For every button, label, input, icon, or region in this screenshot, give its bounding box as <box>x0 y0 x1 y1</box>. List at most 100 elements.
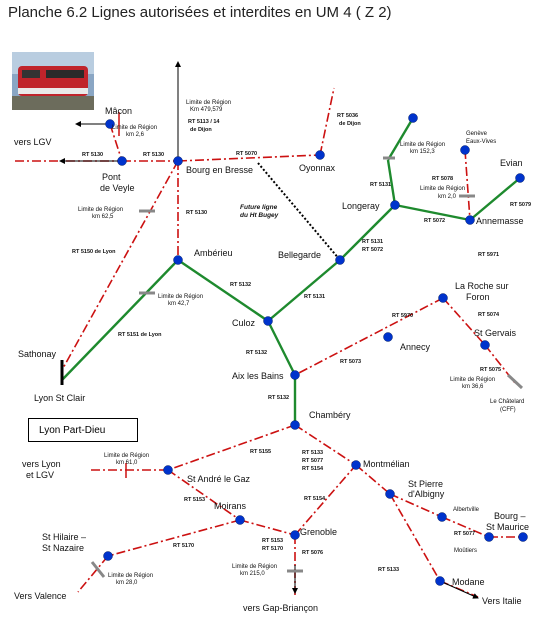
route-label: RT 5170 <box>262 546 283 552</box>
route-label: RT 5113 / 14 <box>188 119 220 125</box>
label-geneve-1: Genève <box>466 131 488 137</box>
region-limit-label: Km 479,579 <box>190 107 223 113</box>
label-chambery: Chambéry <box>309 410 351 420</box>
label-annecy: Annecy <box>400 342 431 352</box>
label-culoz: Culoz <box>232 318 256 328</box>
forbidden-lines <box>15 87 523 598</box>
region-limit-label: km 215,0 <box>240 571 265 577</box>
label-annemasse: Annemasse <box>476 216 524 226</box>
route-label: RT 5076 <box>302 550 323 556</box>
label-oyonnax: Oyonnax <box>299 163 336 173</box>
dir-vers-valence: Vers Valence <box>14 591 66 601</box>
label-albertville: Albertville <box>453 507 480 513</box>
route-label: RT 5072 <box>424 218 445 224</box>
route-label: RT 5132 <box>268 395 289 401</box>
label-st-pierre-2: d'Albigny <box>408 489 445 499</box>
label-pont-de-veyle-2: de Veyle <box>100 183 135 193</box>
label-st-andre: St André le Gaz <box>187 474 251 484</box>
route-label: RT 5036 <box>337 113 358 119</box>
region-limit-label: Limite de Région <box>112 125 157 131</box>
route-label: RT 5072 <box>362 247 383 253</box>
route-label: RT 5150 de Lyon <box>72 249 116 255</box>
route-label: RT 5132 <box>230 282 251 288</box>
region-limit-label: km 2,0 <box>438 194 457 200</box>
route-label: RT 5130 <box>82 152 103 158</box>
route-label: RT 5078 <box>432 176 453 182</box>
label-bourg-st-maurice-1: Bourg – <box>494 511 526 521</box>
region-limit-crosses <box>118 112 127 478</box>
station-nodes <box>103 113 528 586</box>
region-limit-label: Limite de Région <box>420 186 465 192</box>
label-st-hilaire-2: St Nazaire <box>42 543 84 553</box>
region-limit-label: Limite de Région <box>108 573 153 579</box>
label-macon: Mâcon <box>105 106 132 116</box>
route-label: RT 5153 <box>262 538 283 544</box>
route-label: RT 5133 <box>302 450 323 456</box>
route-label: RT 5154 <box>304 496 326 502</box>
route-label: de Dijon <box>190 127 212 133</box>
label-evian: Evian <box>500 158 523 168</box>
route-label: RT 5155 <box>250 449 271 455</box>
dir-vers-italie: Vers Italie <box>482 596 522 606</box>
label-grenoble: Grenoble <box>300 527 337 537</box>
label-moutiers: Moûtiers <box>454 548 477 554</box>
label-bourg: Bourg en Bresse <box>186 165 253 175</box>
route-label: de Dijon <box>339 121 361 127</box>
route-label: RT 5131 <box>370 182 391 188</box>
label-chatelard-2: (CFF) <box>500 407 516 413</box>
label-bellegarde: Bellegarde <box>278 250 321 260</box>
label-roche-1: La Roche sur <box>455 281 509 291</box>
label-st-hilaire-1: St Hilaire – <box>42 532 86 542</box>
region-limit-label: Limite de Région <box>186 100 231 106</box>
future-line <box>257 162 341 261</box>
route-label: RT 5079 <box>510 202 531 208</box>
label-bourg-st-maurice-2: St Maurice <box>486 522 529 532</box>
label-pont-de-veyle-1: Pont <box>102 172 121 182</box>
route-label: RT 5130 <box>143 152 164 158</box>
label-longeray: Longeray <box>342 201 380 211</box>
label-st-gervais: St Gervais <box>474 328 517 338</box>
page-title: Planche 6.2 Lignes autorisées et interdi… <box>8 4 392 21</box>
region-limit-marks <box>90 156 524 578</box>
region-limit-label: Limite de Région <box>400 142 445 148</box>
route-label: RT 5154 <box>302 466 324 472</box>
region-limit-label: km 36,6 <box>462 384 484 390</box>
route-label: RT 5131 <box>362 239 383 245</box>
label-chatelard-1: Le Châtelard <box>490 399 524 405</box>
region-limit-label: Limite de Région <box>158 294 203 300</box>
route-label: RT 5153 <box>184 497 205 503</box>
region-limit-label: km 42,7 <box>168 301 190 307</box>
region-limit-label: km 2,6 <box>126 132 145 138</box>
route-label: RT 5070 <box>236 151 257 157</box>
route-label: RT 5077 <box>302 458 323 464</box>
region-limit-label: km 152,3 <box>410 149 435 155</box>
train-photo <box>12 52 94 110</box>
legend-box: Lyon Part-Dieu <box>28 418 138 442</box>
label-aix: Aix les Bains <box>232 371 284 381</box>
label-montmelian: Montmélian <box>363 459 410 469</box>
region-limit-label: km 61,0 <box>116 460 138 466</box>
route-label: RT 5132 <box>246 350 267 356</box>
label-amberieu: Ambérieu <box>194 248 233 258</box>
label-lyon-st-clair: Lyon St Clair <box>34 393 85 403</box>
future-line-label-1: Future ligne <box>240 204 278 211</box>
label-moirans: Moirans <box>214 501 247 511</box>
label-sathonay: Sathonay <box>18 349 57 359</box>
dir-vers-lgv: vers LGV <box>14 137 52 147</box>
route-label: RT 5151 de Lyon <box>118 332 162 338</box>
route-label: RT 5971 <box>478 252 499 258</box>
region-limit-label: Limite de Région <box>450 377 495 383</box>
label-roche-2: Foron <box>466 292 490 302</box>
route-label: RT 5170 <box>173 543 194 549</box>
dir-vers-lyon-2: et LGV <box>26 470 54 480</box>
label-modane: Modane <box>452 577 485 587</box>
future-line-label-2: du Ht Bugey <box>240 212 279 219</box>
region-limit-label: Limite de Région <box>232 564 277 570</box>
route-label: RT 5133 <box>378 567 399 573</box>
allowed-lines <box>61 117 521 425</box>
route-label: RT 5130 <box>186 210 207 216</box>
route-label: RT 5131 <box>304 294 325 300</box>
label-st-pierre-1: St Pierre <box>408 479 443 489</box>
region-limit-label: km 28,0 <box>116 580 138 586</box>
